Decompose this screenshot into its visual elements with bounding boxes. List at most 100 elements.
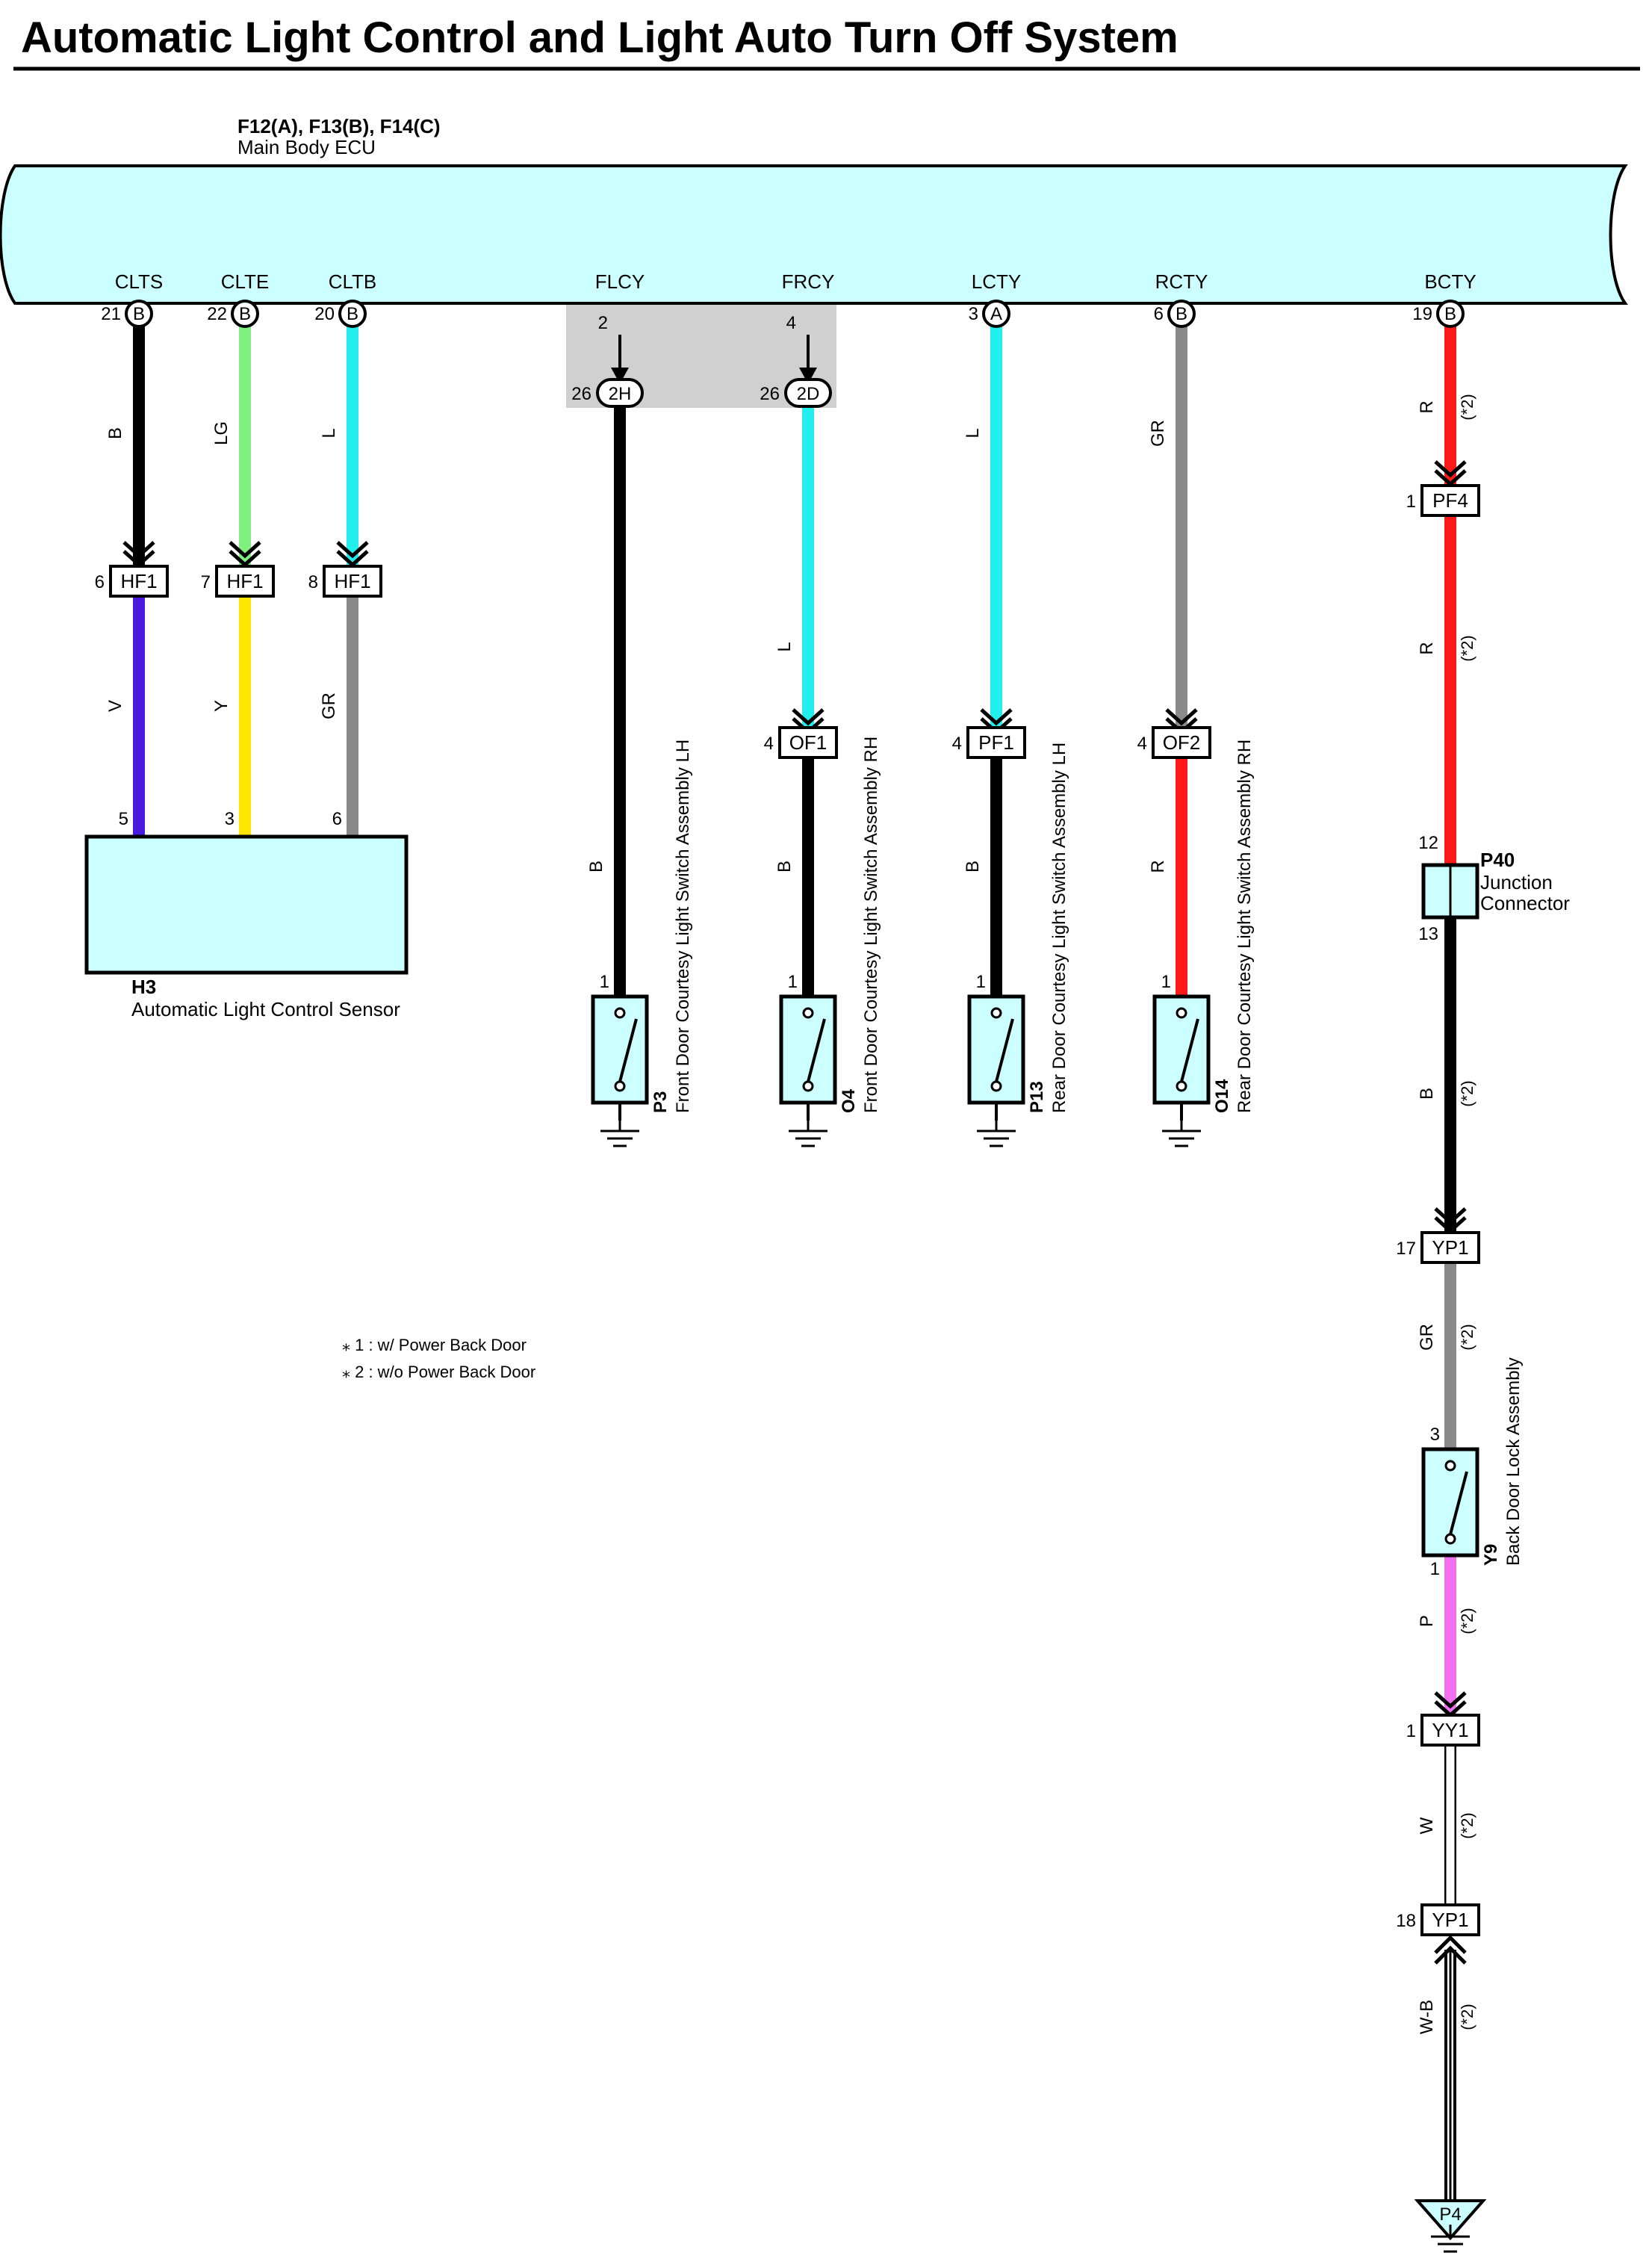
main-body-ecu [0, 164, 1628, 305]
ecu-conn-lcty-label: A [990, 304, 1002, 324]
page-title: Automatic Light Control and Light Auto T… [21, 13, 1179, 62]
wire-color-door-upper-3: GR [1148, 420, 1168, 447]
ecu-conn-rcty [1167, 300, 1196, 328]
ecu-pin-rcty: 6 [1154, 304, 1164, 324]
door-switch-pin-2: 1 [976, 972, 986, 992]
wire-color-sensor-upper-0: B [105, 427, 125, 439]
junction-name-1: Junction [1480, 871, 1553, 893]
ecu-terminal-frcy: FRCY [782, 270, 835, 293]
ecu-terminal-flcy: FLCY [595, 270, 645, 293]
back-switch-name: Back Door Lock Assembly [1503, 1357, 1524, 1566]
wire-color-door-upper-1: L [774, 642, 795, 651]
ecu-terminal-lcty: LCTY [972, 270, 1021, 293]
sensor-name: Automatic Light Control Sensor [131, 998, 400, 1020]
door-switch-pin-1: 1 [788, 972, 798, 992]
wire-color-sensor-lower-0: V [105, 700, 125, 712]
chevron-up-yp1-a [1434, 1935, 1467, 1954]
conn-door-3 [1152, 726, 1211, 759]
conn-hf1-0 [109, 565, 169, 598]
door-switch-id-3: O14 [1212, 1079, 1232, 1113]
door-ground-1 [787, 1118, 829, 1147]
door-switch-3-contact-bottom [1176, 1080, 1187, 1092]
ecu-conn-lcty [982, 300, 1010, 328]
ecu-pin-clts: 21 [101, 304, 121, 324]
door-switch-1-blade [807, 1018, 826, 1082]
wire-color-back-1: R [1417, 642, 1437, 654]
components: B21B22B2024A3B6B19BHF16V5CLTSLGHF17Y3CLT… [95, 300, 1570, 2253]
conn-yp1-top-pin: 17 [1396, 1239, 1416, 1259]
ecu-conn-cltb [338, 300, 367, 328]
conn-hf1-0-pin: 6 [95, 572, 105, 592]
conn-door-2 [966, 726, 1026, 759]
door-switch-name-1: Front Door Courtesy Light Switch Assembl… [861, 737, 881, 1113]
ecu-terminal-rcty: RCTY [1155, 270, 1208, 293]
wire-note-back-4: (*2) [1458, 1608, 1476, 1634]
back-switch-id: Y9 [1481, 1544, 1501, 1566]
conn-door-3-label: OF2 [1163, 731, 1201, 754]
door-switch-pin-3: 1 [1161, 972, 1171, 992]
wire-color-sensor-lower-2: GR [319, 692, 339, 719]
door-switch-0-contact-top [614, 1007, 626, 1019]
ecu-pin-frcy: 4 [786, 313, 796, 333]
wire-note-back-6: (*2) [1458, 2004, 1476, 2030]
wire-note-back-3: (*2) [1458, 1324, 1476, 1350]
door-switch-pin-0: 1 [600, 972, 609, 992]
wire-note-back-1: (*2) [1458, 635, 1476, 661]
door-ground-2 [975, 1118, 1017, 1147]
ecu-conn-clts-label: B [133, 304, 145, 324]
ecu-terminal-cltb: CLTB [329, 270, 377, 293]
wire-color-door-lower-2: B [963, 861, 983, 873]
chevron-up-yp1-b [1434, 1945, 1467, 1965]
door-switch-id-2: P13 [1027, 1081, 1047, 1113]
arrow-inline-1 [799, 368, 817, 384]
conn-yy1-label: YY1 [1432, 1719, 1468, 1741]
ground-point-p4 [1414, 2199, 1487, 2241]
back-door-switch-contact-bottom [1444, 1533, 1456, 1545]
inline-conn-pin-1: 26 [760, 384, 780, 404]
conn-yp1-bottom [1420, 1903, 1480, 1936]
door-switch-1-contact-bottom [802, 1080, 814, 1092]
wires [133, 326, 1456, 2238]
conn-yp1-top-label: YP1 [1432, 1236, 1468, 1259]
sensor-pin-2: 6 [332, 809, 342, 829]
ecu-conn-bcty [1436, 300, 1465, 328]
wire-color-back-2: B [1417, 1088, 1437, 1100]
back-door-switch-blade [1449, 1471, 1468, 1535]
wire-color-back-6: W-B [1417, 2000, 1437, 2034]
door-switch-name-2: Rear Door Courtesy Light Switch Assembly… [1049, 743, 1069, 1113]
ecu-connectors: F12(A), F13(B), F14(C) [237, 115, 441, 137]
conn-door-1-label: OF1 [789, 731, 827, 754]
door-switch-3-contact-top [1176, 1007, 1187, 1019]
back-door-switch-contact-top [1444, 1460, 1456, 1472]
door-ground-3 [1161, 1118, 1202, 1147]
wire-color-sensor-lower-1: Y [211, 700, 232, 712]
ecu-conn-cltb-label: B [347, 304, 358, 324]
wire-color-sensor-upper-1: LG [211, 421, 232, 445]
conn-yp1-top [1420, 1231, 1480, 1264]
note-2: ⁎ 2 : w/o Power Back Door [342, 1363, 535, 1381]
wire-color-back-5: W [1417, 1817, 1437, 1834]
door-switch-name-0: Front Door Courtesy Light Switch Assembl… [673, 740, 693, 1113]
conn-pf4 [1420, 484, 1480, 517]
conn-pf4-label: PF4 [1432, 489, 1468, 512]
door-switch-2-contact-bottom [990, 1080, 1002, 1092]
conn-hf1-2-label: HF1 [334, 570, 370, 592]
conn-hf1-2-pin: 8 [308, 572, 318, 592]
conn-hf1-1-pin: 7 [201, 572, 211, 592]
ecu-name: Main Body ECU [237, 136, 376, 158]
wire-color-back-0: R [1417, 400, 1437, 413]
wire-color-door-lower-3: R [1148, 860, 1168, 873]
wire-note-back-2: (*2) [1458, 1080, 1476, 1106]
wire-color-back-4: P [1417, 1615, 1437, 1627]
wire-note-back-5: (*2) [1458, 1812, 1476, 1838]
wire-color-door-upper-2: L [963, 428, 983, 438]
conn-pf4-pin: 1 [1406, 492, 1416, 512]
ecu-pin-cltb: 20 [314, 304, 335, 324]
inline-conn-2h [596, 378, 644, 408]
conn-door-2-label: PF1 [978, 731, 1014, 754]
automatic-light-control-sensor [84, 834, 409, 975]
conn-door-3-pin: 4 [1137, 734, 1147, 754]
ecu-conn-rcty-label: B [1176, 304, 1187, 324]
door-ground-0 [599, 1118, 641, 1147]
